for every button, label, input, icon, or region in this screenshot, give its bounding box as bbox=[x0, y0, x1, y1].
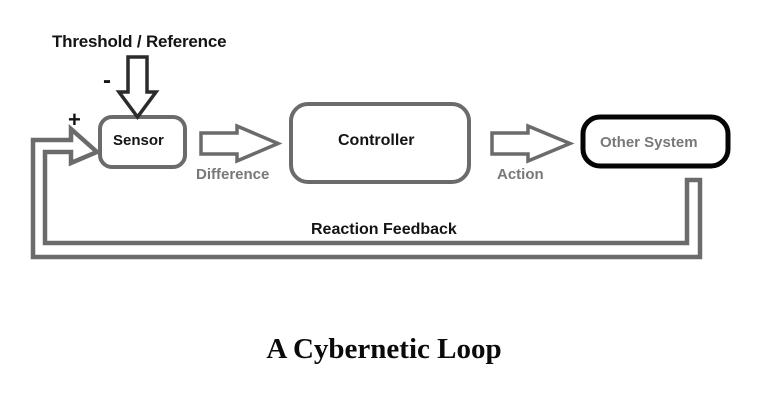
action-arrow-icon bbox=[490, 123, 575, 164]
diagram-title: A Cybernetic Loop bbox=[266, 333, 502, 365]
difference-arrow-icon bbox=[199, 123, 283, 164]
other-system-label: Other System bbox=[600, 134, 698, 151]
threshold-arrow-icon bbox=[115, 55, 160, 120]
difference-label: Difference bbox=[196, 166, 270, 183]
sensor-label: Sensor bbox=[113, 132, 164, 149]
reaction-feedback-path bbox=[30, 124, 703, 260]
controller-box[interactable] bbox=[289, 102, 471, 184]
plus-sign-label: + bbox=[68, 107, 81, 132]
action-label: Action bbox=[497, 166, 544, 183]
reaction-feedback-label: Reaction Feedback bbox=[311, 221, 457, 238]
controller-label: Controller bbox=[338, 132, 415, 149]
threshold-reference-label: Threshold / Reference bbox=[52, 32, 227, 51]
minus-sign-label: - bbox=[103, 67, 111, 94]
other-system-box[interactable] bbox=[580, 114, 731, 169]
sensor-box[interactable] bbox=[98, 115, 187, 169]
